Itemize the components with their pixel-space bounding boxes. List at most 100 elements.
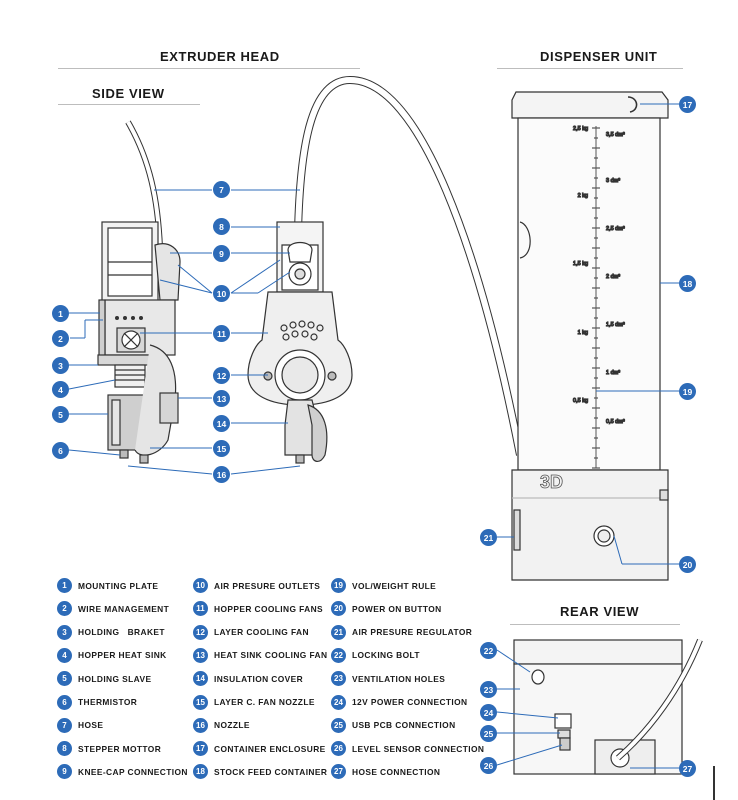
side-view-extruder <box>97 221 181 464</box>
callout-badge-20: 20 <box>679 556 696 573</box>
scale-volume-label: 2 dm³ <box>606 274 620 280</box>
legend-number: 23 <box>331 671 346 687</box>
legend-number: 18 <box>193 764 208 780</box>
callout-badge-22: 22 <box>480 642 497 659</box>
legend-label: HOSE <box>78 720 104 731</box>
legend-number: 10 <box>193 578 208 593</box>
legend-label: LAYER C. FAN NOZZLE <box>214 697 315 707</box>
legend-number: 2 <box>57 601 72 617</box>
callout-badge-4: 4 <box>52 381 69 398</box>
legend-label: LOCKING BOLT <box>352 650 420 661</box>
legend-label: THERMISTOR <box>78 697 138 707</box>
callout-badge-24: 24 <box>480 704 497 721</box>
legend-label: MOUNTING PLATE <box>78 580 159 591</box>
callout-badge-9: 9 <box>213 245 230 262</box>
legend-number: 25 <box>331 717 346 733</box>
legend-number: 6 <box>57 694 72 710</box>
dispenser-unit-title: DISPENSER UNIT <box>540 49 658 64</box>
legend-number: 4 <box>57 647 72 663</box>
page-edge-bar <box>713 766 715 800</box>
scale-weight-label: 0,5 kg <box>573 398 588 404</box>
rear-view-unit <box>513 638 703 775</box>
legend-number: 20 <box>331 601 346 617</box>
legend-label: LAYER COOLING FAN <box>214 627 309 638</box>
callout-badge-18: 18 <box>679 275 696 292</box>
legend-item-15: 15 LAYER C. FAN NOZZLE <box>193 694 315 711</box>
legend-item-7: 7 HOSE <box>57 717 103 734</box>
side-view-rule <box>58 104 200 105</box>
callout-badge-11: 11 <box>213 325 230 342</box>
legend-number: 12 <box>193 624 208 640</box>
legend-label: 12V POWER CONNECTION <box>352 697 468 707</box>
legend-number: 13 <box>193 647 208 663</box>
callout-badge-27: 27 <box>679 760 696 777</box>
legend-number: 1 <box>57 578 72 593</box>
legend-item-20: 20 POWER ON BUTTON <box>331 600 442 617</box>
callout-lines <box>68 103 679 769</box>
callout-badge-7: 7 <box>213 181 230 198</box>
legend-number: 22 <box>331 647 346 663</box>
callout-badge-25: 25 <box>480 725 497 742</box>
legend-label: HOSE CONNECTION <box>352 766 441 777</box>
callout-badge-19: 19 <box>679 383 696 400</box>
extruder-title-rule <box>58 68 360 69</box>
rear-view-rule <box>510 624 680 625</box>
legend-number: 11 <box>193 601 208 617</box>
callout-badge-13: 13 <box>213 390 230 407</box>
scale-volume-label: 1,5 dm³ <box>606 322 625 328</box>
legend-number: 9 <box>57 764 72 780</box>
legend-label: HOPPER COOLING FANS <box>214 603 324 614</box>
scale-volume-label: 1 dm³ <box>606 370 620 376</box>
callout-badge-12: 12 <box>213 367 230 384</box>
legend-label: USB PCB CONNECTION <box>352 720 456 731</box>
callout-badge-10: 10 <box>213 285 230 302</box>
legend-number: 26 <box>331 741 346 757</box>
legend-label: CONTAINER ENCLOSURE <box>214 743 326 754</box>
legend-item-27: 27 HOSE CONNECTION <box>331 763 440 780</box>
legend-number: 21 <box>331 624 346 640</box>
callout-badge-6: 6 <box>52 442 69 459</box>
callout-badge-8: 8 <box>213 218 230 235</box>
callout-badge-23: 23 <box>480 681 497 698</box>
legend-item-8: 8 STEPPER MOTTOR <box>57 740 161 757</box>
legend-label: STEPPER MOTTOR <box>78 743 162 754</box>
callout-badge-3: 3 <box>52 357 69 374</box>
legend-number: 7 <box>57 717 72 733</box>
callout-badge-2: 2 <box>52 330 69 347</box>
legend-label: KNEE-CAP CONNECTION <box>78 766 188 777</box>
callout-badge-17: 17 <box>679 96 696 113</box>
legend-label: WIRE MANAGEMENT <box>78 603 170 614</box>
legend-item-25: 25 USB PCB CONNECTION <box>331 717 456 734</box>
legend-number: 14 <box>193 671 208 687</box>
callout-badge-15: 15 <box>213 440 230 457</box>
dispenser-title-rule <box>497 68 683 69</box>
extruder-head-title: EXTRUDER HEAD <box>160 49 280 64</box>
scale-volume-label: 3 dm³ <box>606 178 620 184</box>
legend-number: 3 <box>57 624 72 640</box>
legend-label: POWER ON BUTTON <box>352 603 442 614</box>
legend-number: 19 <box>331 578 346 593</box>
legend-number: 16 <box>193 717 208 733</box>
legend-number: 8 <box>57 741 72 757</box>
legend-number: 27 <box>331 764 346 780</box>
container-logo: 3D <box>540 472 563 492</box>
legend-item-2: 2 WIRE MANAGEMENT <box>57 600 169 617</box>
scale-volume-label: 0,5 dm³ <box>606 419 625 425</box>
legend-label: STOCK FEED CONTAINER <box>214 766 328 777</box>
callout-badge-21: 21 <box>480 529 497 546</box>
scale-weight-label: 2,5 kg <box>573 126 588 132</box>
callout-badge-5: 5 <box>52 406 69 423</box>
legend-number: 15 <box>193 694 208 710</box>
legend-item-22: 22 LOCKING BOLT <box>331 647 420 664</box>
legend-number: 24 <box>331 694 346 710</box>
legend-item-18: 18 STOCK FEED CONTAINER <box>193 763 327 780</box>
legend-item-6: 6 THERMISTOR <box>57 694 137 711</box>
